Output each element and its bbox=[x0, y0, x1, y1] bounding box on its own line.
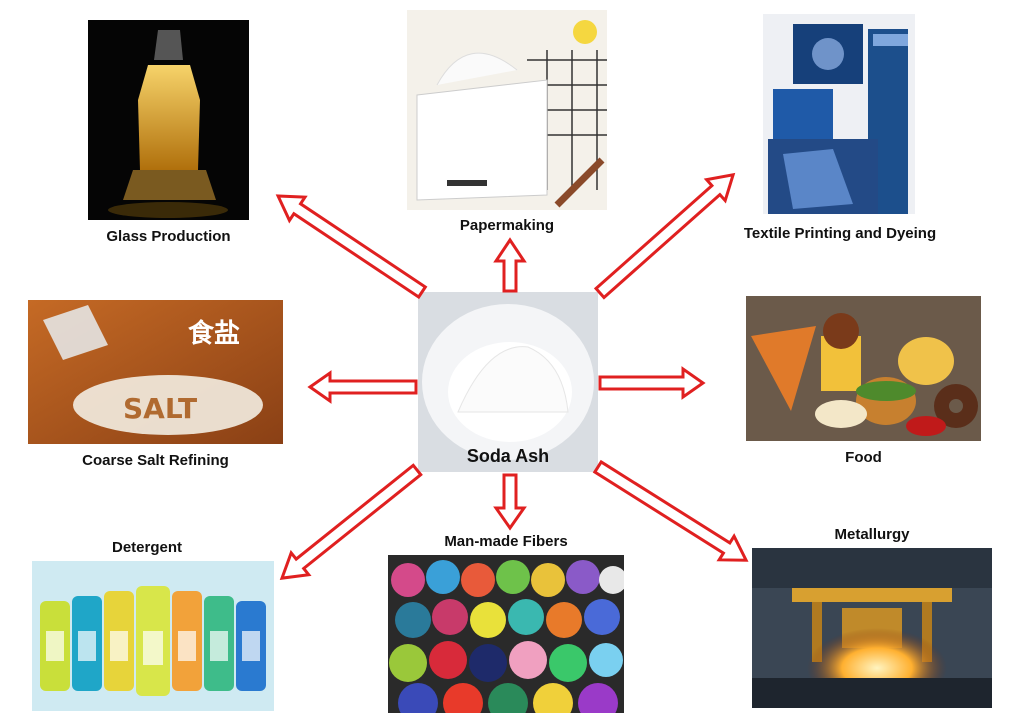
coarse-salt-label: Coarse Salt Refining bbox=[82, 452, 229, 469]
glass-production-image bbox=[88, 20, 249, 220]
metallurgy-image bbox=[752, 548, 992, 708]
textile-label: Textile Printing and Dyeing bbox=[743, 225, 937, 242]
man-made-fibers-image bbox=[388, 555, 624, 713]
salt-cn-text: 食盐 bbox=[188, 318, 240, 349]
food-label: Food bbox=[845, 449, 882, 466]
arrow-to-salt bbox=[307, 370, 418, 404]
textile-image bbox=[763, 14, 915, 214]
detergent-image bbox=[32, 561, 274, 711]
salt-powder-text: SALT bbox=[123, 392, 197, 425]
food-image bbox=[746, 296, 981, 441]
detergent-label: Detergent bbox=[111, 539, 182, 556]
papermaking-label: Papermaking bbox=[459, 217, 555, 234]
arrow-to-fibers bbox=[493, 473, 527, 531]
soda-ash-label: Soda Ash bbox=[466, 446, 550, 466]
papermaking-image bbox=[407, 10, 607, 210]
coarse-salt-image: 食盐 SALT bbox=[28, 300, 283, 444]
metallurgy-label: Metallurgy bbox=[834, 526, 910, 543]
soda-ash-image bbox=[418, 292, 598, 472]
man-made-fibers-label: Man-made Fibers bbox=[444, 533, 568, 550]
arrow-to-food bbox=[598, 366, 706, 400]
arrow-to-glass bbox=[275, 194, 428, 300]
glass-production-label: Glass Production bbox=[106, 228, 231, 245]
arrow-to-papermaking bbox=[493, 237, 527, 293]
